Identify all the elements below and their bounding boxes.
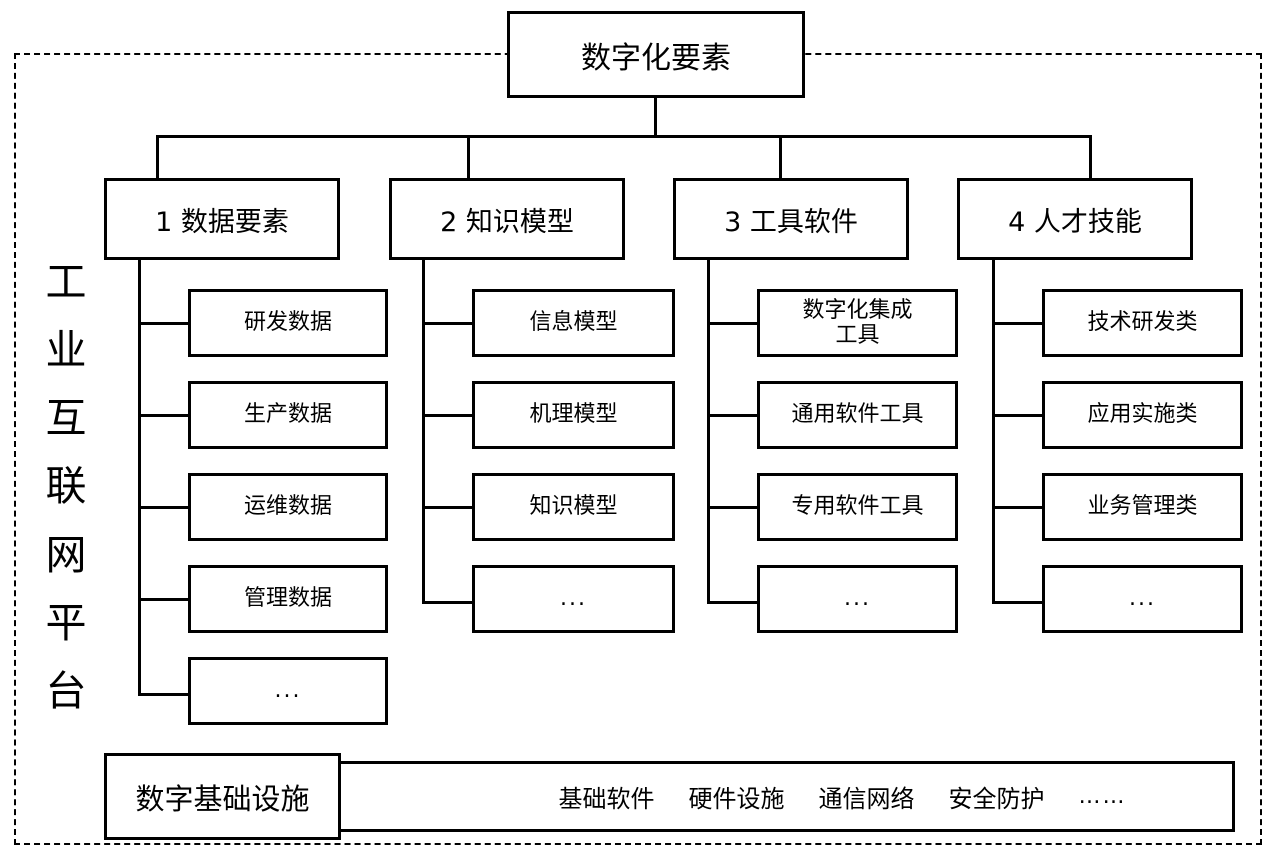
root-node-label: 数字化要素 bbox=[581, 40, 731, 76]
connector-stub-4-1 bbox=[992, 322, 1044, 325]
connector-drop-category-3 bbox=[779, 135, 782, 178]
infrastructure-item-ellipsis: …… bbox=[1078, 784, 1127, 809]
leaf-label: 信息模型 bbox=[529, 310, 618, 336]
infrastructure-item: 基础软件 bbox=[558, 785, 655, 813]
leaf-label: 运维数据 bbox=[243, 494, 332, 520]
category-label: 3 工具软件 bbox=[724, 206, 858, 238]
connector-trunk-column-1 bbox=[138, 260, 141, 696]
connector-stub-1-2 bbox=[138, 414, 190, 417]
category-node-2: 2 知识模型 bbox=[389, 178, 625, 260]
root-node-digital-elements: 数字化要素 bbox=[507, 11, 805, 98]
category-label: 4 人才技能 bbox=[1008, 206, 1142, 238]
connector-stub-3-3 bbox=[707, 506, 759, 509]
leaf-node-1-5: ... bbox=[188, 657, 388, 725]
infrastructure-item: 硬件设施 bbox=[688, 785, 785, 813]
connector-stub-3-2 bbox=[707, 414, 759, 417]
connector-stub-2-1 bbox=[422, 322, 474, 325]
leaf-node-2-4: ... bbox=[472, 565, 675, 633]
category-node-4: 4 人才技能 bbox=[957, 178, 1193, 260]
leaf-node-4-3: 业务管理类 bbox=[1042, 473, 1243, 541]
leaf-label: ... bbox=[844, 586, 871, 612]
leaf-label: 专用软件工具 bbox=[791, 494, 924, 520]
leaf-node-3-4: ... bbox=[757, 565, 958, 633]
leaf-label: 管理数据 bbox=[243, 586, 332, 612]
platform-label-char: 网 bbox=[45, 530, 87, 579]
connector-distribution-bar bbox=[156, 135, 1092, 138]
infrastructure-items: 基础软件 硬件设施 通信网络 安全防护 …… bbox=[439, 779, 1127, 814]
connector-stub-2-2 bbox=[422, 414, 474, 417]
connector-trunk-column-4 bbox=[992, 260, 995, 604]
connector-stub-1-4 bbox=[138, 598, 190, 601]
leaf-label: ... bbox=[560, 586, 587, 612]
leaf-label: 技术研发类 bbox=[1087, 310, 1198, 336]
leaf-node-1-1: 研发数据 bbox=[188, 289, 388, 357]
connector-stub-3-1 bbox=[707, 322, 759, 325]
connector-stub-2-3 bbox=[422, 506, 474, 509]
leaf-label: 数字化集成 工具 bbox=[802, 297, 913, 348]
platform-label-char: 台 bbox=[45, 666, 87, 715]
platform-label-char: 互 bbox=[45, 394, 87, 443]
connector-stub-3-4 bbox=[707, 601, 759, 604]
connector-stub-1-5 bbox=[138, 693, 190, 696]
leaf-node-2-1: 信息模型 bbox=[472, 289, 675, 357]
leaf-node-3-3: 专用软件工具 bbox=[757, 473, 958, 541]
leaf-label: 通用软件工具 bbox=[791, 402, 924, 428]
connector-drop-category-4 bbox=[1089, 135, 1092, 178]
category-label: 1 数据要素 bbox=[155, 206, 289, 238]
platform-label-char: 平 bbox=[45, 598, 87, 647]
connector-drop-category-1 bbox=[156, 135, 159, 178]
infrastructure-item: 通信网络 bbox=[818, 785, 915, 813]
connector-drop-category-2 bbox=[467, 135, 470, 178]
leaf-node-2-2: 机理模型 bbox=[472, 381, 675, 449]
platform-vertical-label: 工 业 互 联 网 平 台 bbox=[34, 262, 98, 712]
leaf-label: ... bbox=[1129, 586, 1156, 612]
platform-label-char: 联 bbox=[45, 462, 87, 511]
connector-stub-4-2 bbox=[992, 414, 1044, 417]
infrastructure-label-box: 数字基础设施 bbox=[104, 753, 341, 840]
connector-stub-2-4 bbox=[422, 601, 474, 604]
leaf-node-1-2: 生产数据 bbox=[188, 381, 388, 449]
connector-stub-4-4 bbox=[992, 601, 1044, 604]
leaf-node-4-4: ... bbox=[1042, 565, 1243, 633]
leaf-label: ... bbox=[274, 678, 302, 704]
leaf-node-4-2: 应用实施类 bbox=[1042, 381, 1243, 449]
leaf-label: 机理模型 bbox=[529, 402, 618, 428]
leaf-label: 应用实施类 bbox=[1087, 402, 1198, 428]
infrastructure-bar: 基础软件 硬件设施 通信网络 安全防护 …… bbox=[330, 761, 1235, 832]
connector-trunk-column-3 bbox=[707, 260, 710, 604]
platform-label-char: 工 bbox=[45, 258, 87, 306]
leaf-node-3-1: 数字化集成 工具 bbox=[757, 289, 958, 357]
infrastructure-item: 安全防护 bbox=[948, 785, 1045, 813]
leaf-label: 业务管理类 bbox=[1087, 494, 1198, 520]
platform-dashed-frame bbox=[14, 53, 1262, 845]
leaf-node-2-3: 知识模型 bbox=[472, 473, 675, 541]
infrastructure-label: 数字基础设施 bbox=[135, 781, 310, 816]
leaf-label: 生产数据 bbox=[243, 402, 332, 428]
connector-stub-1-1 bbox=[138, 322, 190, 325]
category-node-1: 1 数据要素 bbox=[104, 178, 340, 260]
platform-label-char: 业 bbox=[45, 326, 87, 375]
connector-stub-1-3 bbox=[138, 506, 190, 509]
leaf-label: 知识模型 bbox=[529, 494, 618, 520]
leaf-node-1-4: 管理数据 bbox=[188, 565, 388, 633]
leaf-node-3-2: 通用软件工具 bbox=[757, 381, 958, 449]
leaf-label: 研发数据 bbox=[243, 310, 332, 336]
leaf-node-1-3: 运维数据 bbox=[188, 473, 388, 541]
leaf-node-4-1: 技术研发类 bbox=[1042, 289, 1243, 357]
category-label: 2 知识模型 bbox=[440, 206, 574, 238]
category-node-3: 3 工具软件 bbox=[673, 178, 909, 260]
connector-root-stem bbox=[654, 98, 657, 138]
connector-stub-4-3 bbox=[992, 506, 1044, 509]
connector-trunk-column-2 bbox=[422, 260, 425, 604]
